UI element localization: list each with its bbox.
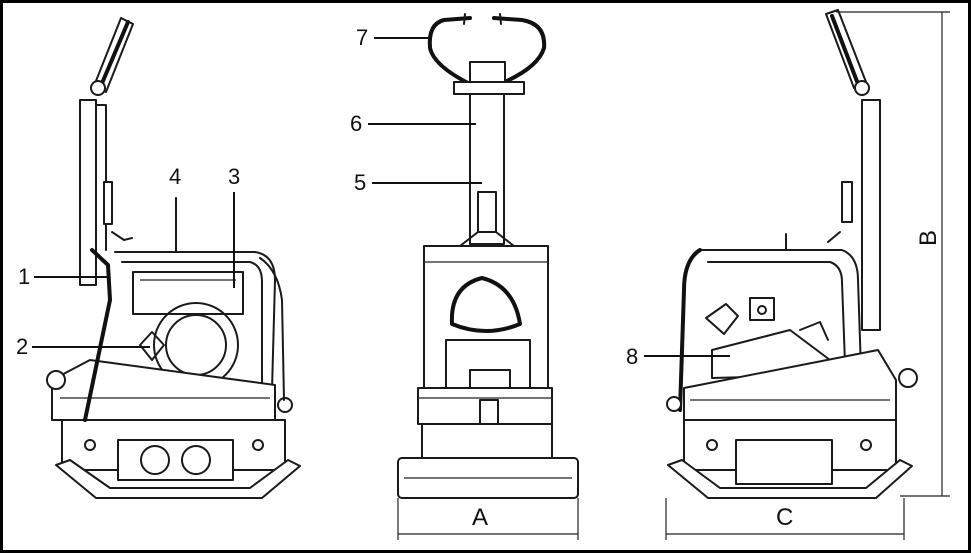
callout-1: 1 xyxy=(18,264,30,289)
right-bolt-2 xyxy=(898,368,918,388)
callout-2: 2 xyxy=(16,334,28,359)
callout-layer: 1 2 3 4 5 6 7 8 xyxy=(16,25,730,369)
left-belt-guard xyxy=(51,359,276,421)
left-exciter-gear-2 xyxy=(181,445,211,475)
left-starter xyxy=(139,331,165,361)
right-base-plate xyxy=(667,459,913,499)
left-exciter xyxy=(117,439,234,481)
right-frame-inner xyxy=(707,261,847,391)
left-handle-outline xyxy=(93,17,134,93)
left-frame-top xyxy=(114,251,276,391)
middle-lower-body xyxy=(417,387,553,425)
right-handle-arm xyxy=(861,99,881,331)
callout-7: 7 xyxy=(356,25,368,50)
left-fuel-tank xyxy=(132,271,244,315)
right-filter-cap xyxy=(757,305,767,315)
left-bolt-2 xyxy=(277,397,293,413)
left-base-bolt-2 xyxy=(252,439,264,451)
dim-c-label: C xyxy=(776,504,793,531)
middle-handle-right xyxy=(492,16,547,86)
left-handle-arm-edge xyxy=(95,104,107,251)
right-base-bolt-2 xyxy=(860,439,872,451)
right-bolt-1 xyxy=(666,396,682,412)
middle-shaft-bracket xyxy=(459,231,515,247)
left-bolt-1 xyxy=(46,370,66,390)
right-base-bolt-1 xyxy=(706,439,718,451)
left-exciter-gear-1 xyxy=(140,445,170,475)
callout-8: 8 xyxy=(626,344,638,369)
left-base-plate xyxy=(55,459,301,499)
left-handle-pivot xyxy=(90,80,106,96)
left-frame-inner xyxy=(121,261,263,386)
left-side-view xyxy=(46,17,301,499)
right-belt-guard xyxy=(683,349,897,421)
right-frame-top xyxy=(699,249,863,401)
dim-a-label: A xyxy=(472,504,488,531)
middle-handle-left xyxy=(427,16,472,86)
middle-base-housing xyxy=(421,423,553,459)
callout-4: 4 xyxy=(169,164,181,189)
right-exciter xyxy=(735,439,833,485)
left-pulley-inner xyxy=(165,314,227,376)
middle-handle-ends xyxy=(463,13,502,25)
left-handle-arm xyxy=(79,99,97,286)
left-handle-grip xyxy=(98,20,130,90)
right-handle-grip xyxy=(830,14,860,86)
right-guard-tube xyxy=(678,248,702,412)
left-latch xyxy=(111,231,133,241)
dimension-layer: A C B xyxy=(397,11,950,540)
middle-shaft-damper xyxy=(477,191,497,233)
callout-3: 3 xyxy=(228,164,240,189)
right-handle-pivot xyxy=(854,80,870,96)
middle-grip-ring xyxy=(449,276,522,333)
right-latch xyxy=(827,231,841,243)
left-guard-tube xyxy=(83,248,112,422)
left-guard-tube-rear xyxy=(259,257,285,401)
middle-handle-crossbar xyxy=(453,81,525,95)
right-bracket xyxy=(705,303,739,335)
right-cover-detail xyxy=(799,321,829,341)
left-damper xyxy=(103,181,113,225)
right-damper xyxy=(841,181,853,223)
callout-6: 6 xyxy=(350,111,362,136)
right-side-view xyxy=(666,9,918,499)
callout-5: 5 xyxy=(354,170,366,195)
left-base-bolt-1 xyxy=(84,439,96,451)
middle-rear-view xyxy=(397,13,579,499)
dim-b-label: B xyxy=(915,230,942,246)
middle-engine-detail xyxy=(469,369,511,389)
